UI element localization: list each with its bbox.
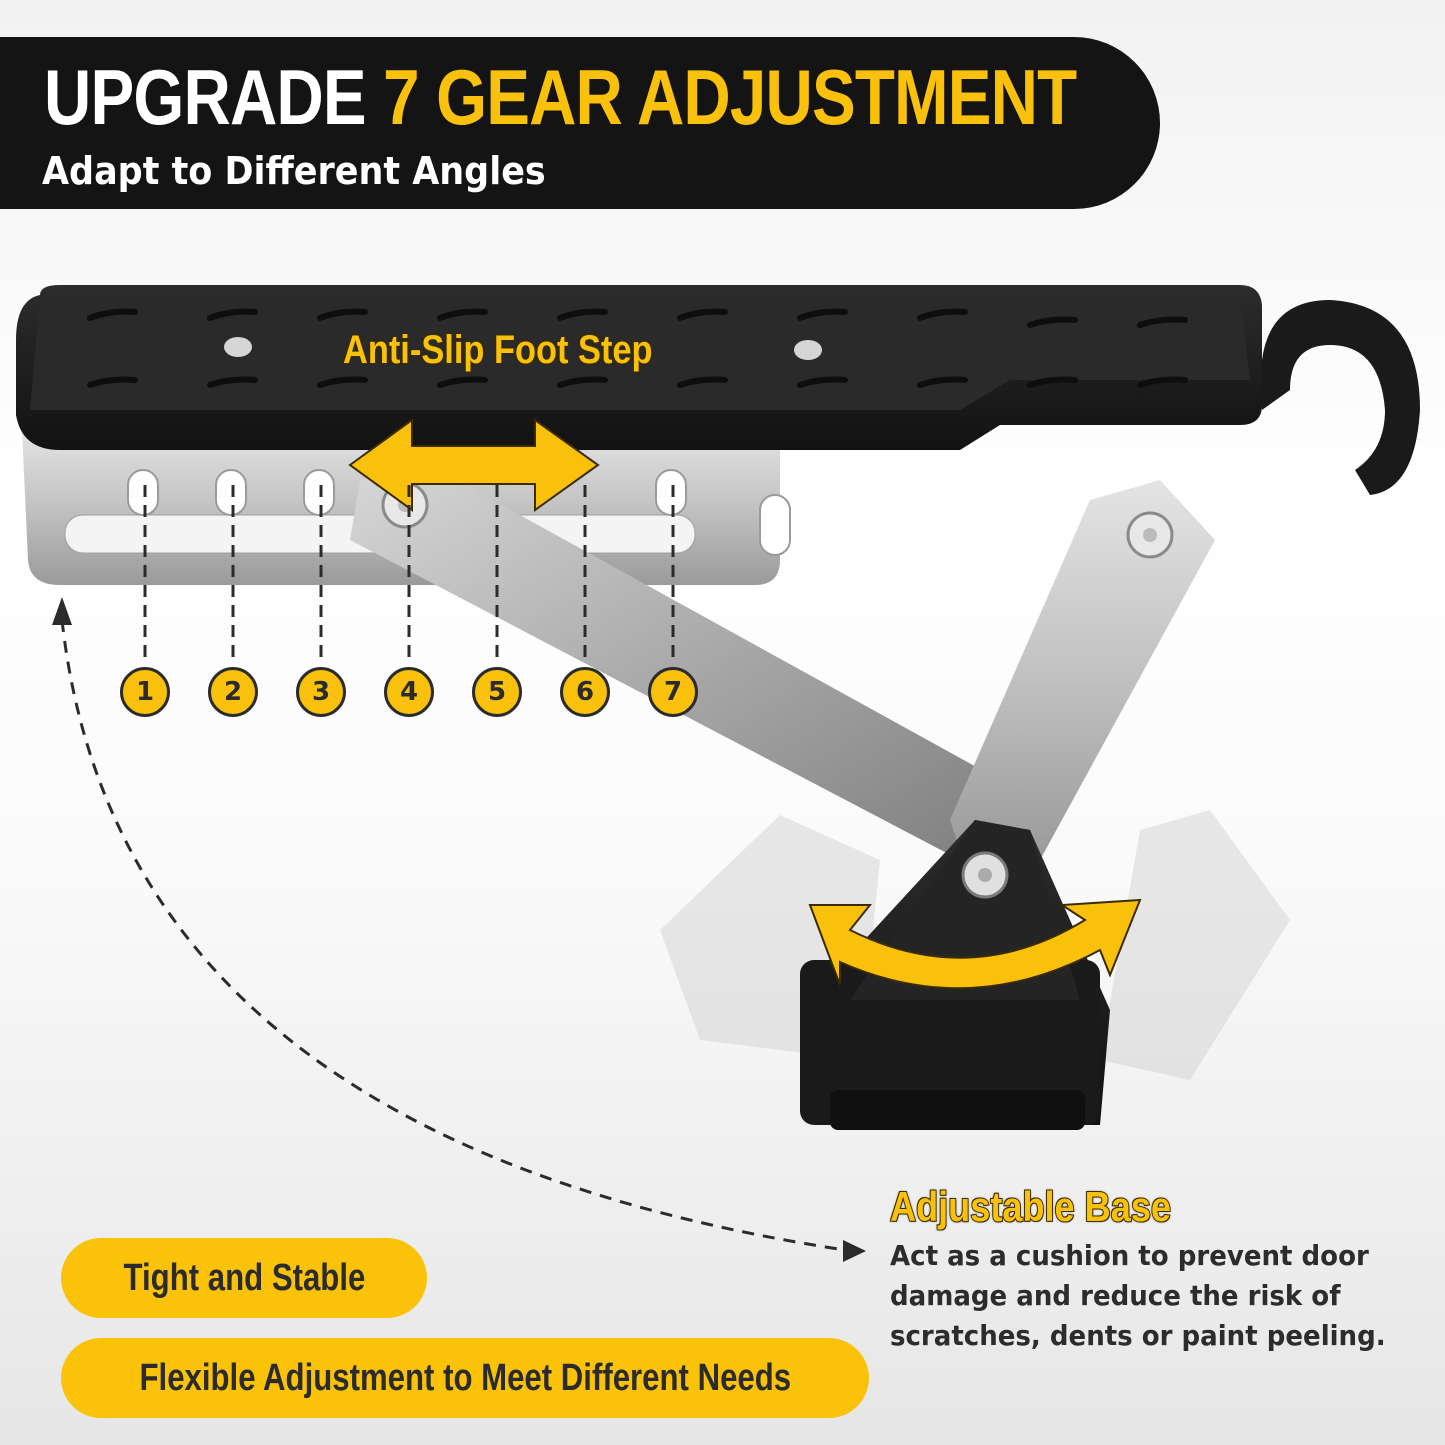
upper-arm bbox=[950, 480, 1215, 860]
lower-arm bbox=[350, 460, 1030, 860]
curved-double-arrow-icon bbox=[808, 898, 1142, 990]
gear-marker-3: 3 bbox=[296, 667, 346, 717]
ghost-base-right bbox=[1100, 810, 1290, 1080]
page-title: UPGRADE 7 GEAR ADJUSTMENT bbox=[44, 52, 1077, 142]
double-horizontal-arrow-icon bbox=[348, 418, 600, 512]
gear-marker-1: 1 bbox=[120, 667, 170, 717]
feature-label: Flexible Adjustment to Meet Different Ne… bbox=[139, 1356, 791, 1399]
header-banner bbox=[0, 37, 1160, 209]
door-hook bbox=[1262, 300, 1420, 495]
dashed-curved-arrow-icon bbox=[60, 619, 846, 1252]
feature-pill-tight-stable: Tight and Stable bbox=[61, 1238, 427, 1318]
gear-marker-5: 5 bbox=[472, 667, 522, 717]
foot-step-label: Anti-Slip Foot Step bbox=[342, 327, 653, 373]
gear-marker-6: 6 bbox=[560, 667, 610, 717]
title-highlight: 7 GEAR ADJUSTMENT bbox=[383, 53, 1077, 141]
feature-label: Tight and Stable bbox=[123, 1256, 365, 1299]
gear-marker-4: 4 bbox=[384, 667, 434, 717]
foot-step-pad bbox=[16, 285, 1262, 450]
title-prefix: UPGRADE bbox=[44, 53, 367, 141]
feature-pill-flexible-adjustment: Flexible Adjustment to Meet Different Ne… bbox=[61, 1338, 869, 1418]
gear-guide-lines bbox=[143, 485, 675, 665]
base-title: Adjustable Base bbox=[889, 1182, 1172, 1231]
page-subtitle: Adapt to Different Angles bbox=[42, 149, 546, 193]
base-description: Act as a cushion to prevent door damage … bbox=[890, 1239, 1386, 1352]
gear-marker-7: 7 bbox=[648, 667, 698, 717]
gear-marker-2: 2 bbox=[208, 667, 258, 717]
